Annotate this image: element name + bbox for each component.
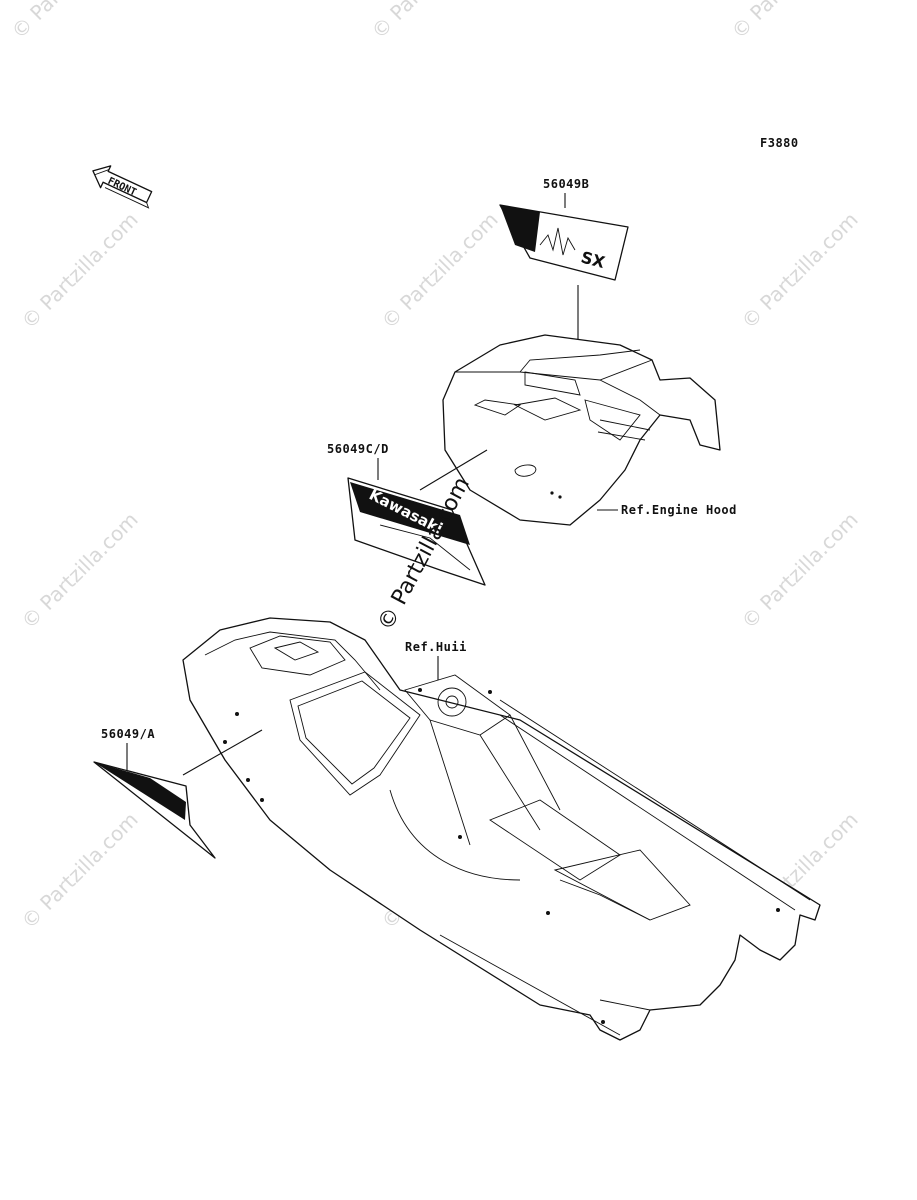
watermark: © Partzilla.com — [17, 507, 143, 633]
decal-56049a — [93, 761, 216, 859]
front-arrow-icon: FRONT — [92, 165, 153, 209]
label-ref-hull: Ref.Huii — [405, 640, 467, 654]
watermark: © Partzilla.com — [367, 0, 493, 44]
watermark: © Partzilla.com — [7, 0, 133, 44]
watermark: © Partzilla.com — [17, 207, 143, 333]
figure-id: F3880 — [760, 136, 799, 150]
label-56049b: 56049B — [543, 177, 589, 191]
watermark: © Partzilla.com — [727, 0, 853, 44]
watermark: © Partzilla.com — [737, 507, 863, 633]
label-ref-engine-hood: Ref.Engine Hood — [621, 503, 737, 517]
watermark: © Partzilla.com — [377, 207, 503, 333]
watermark: © Partzilla.com — [737, 207, 863, 333]
watermark: © Partzilla.com — [17, 807, 143, 933]
engine-hood-drawing — [442, 334, 721, 526]
hull-drawing — [182, 617, 821, 1041]
label-56049cd: 56049C/D — [327, 442, 389, 456]
decal-56049b: SX — [499, 204, 629, 281]
label-56049a: 56049/A — [101, 727, 155, 741]
